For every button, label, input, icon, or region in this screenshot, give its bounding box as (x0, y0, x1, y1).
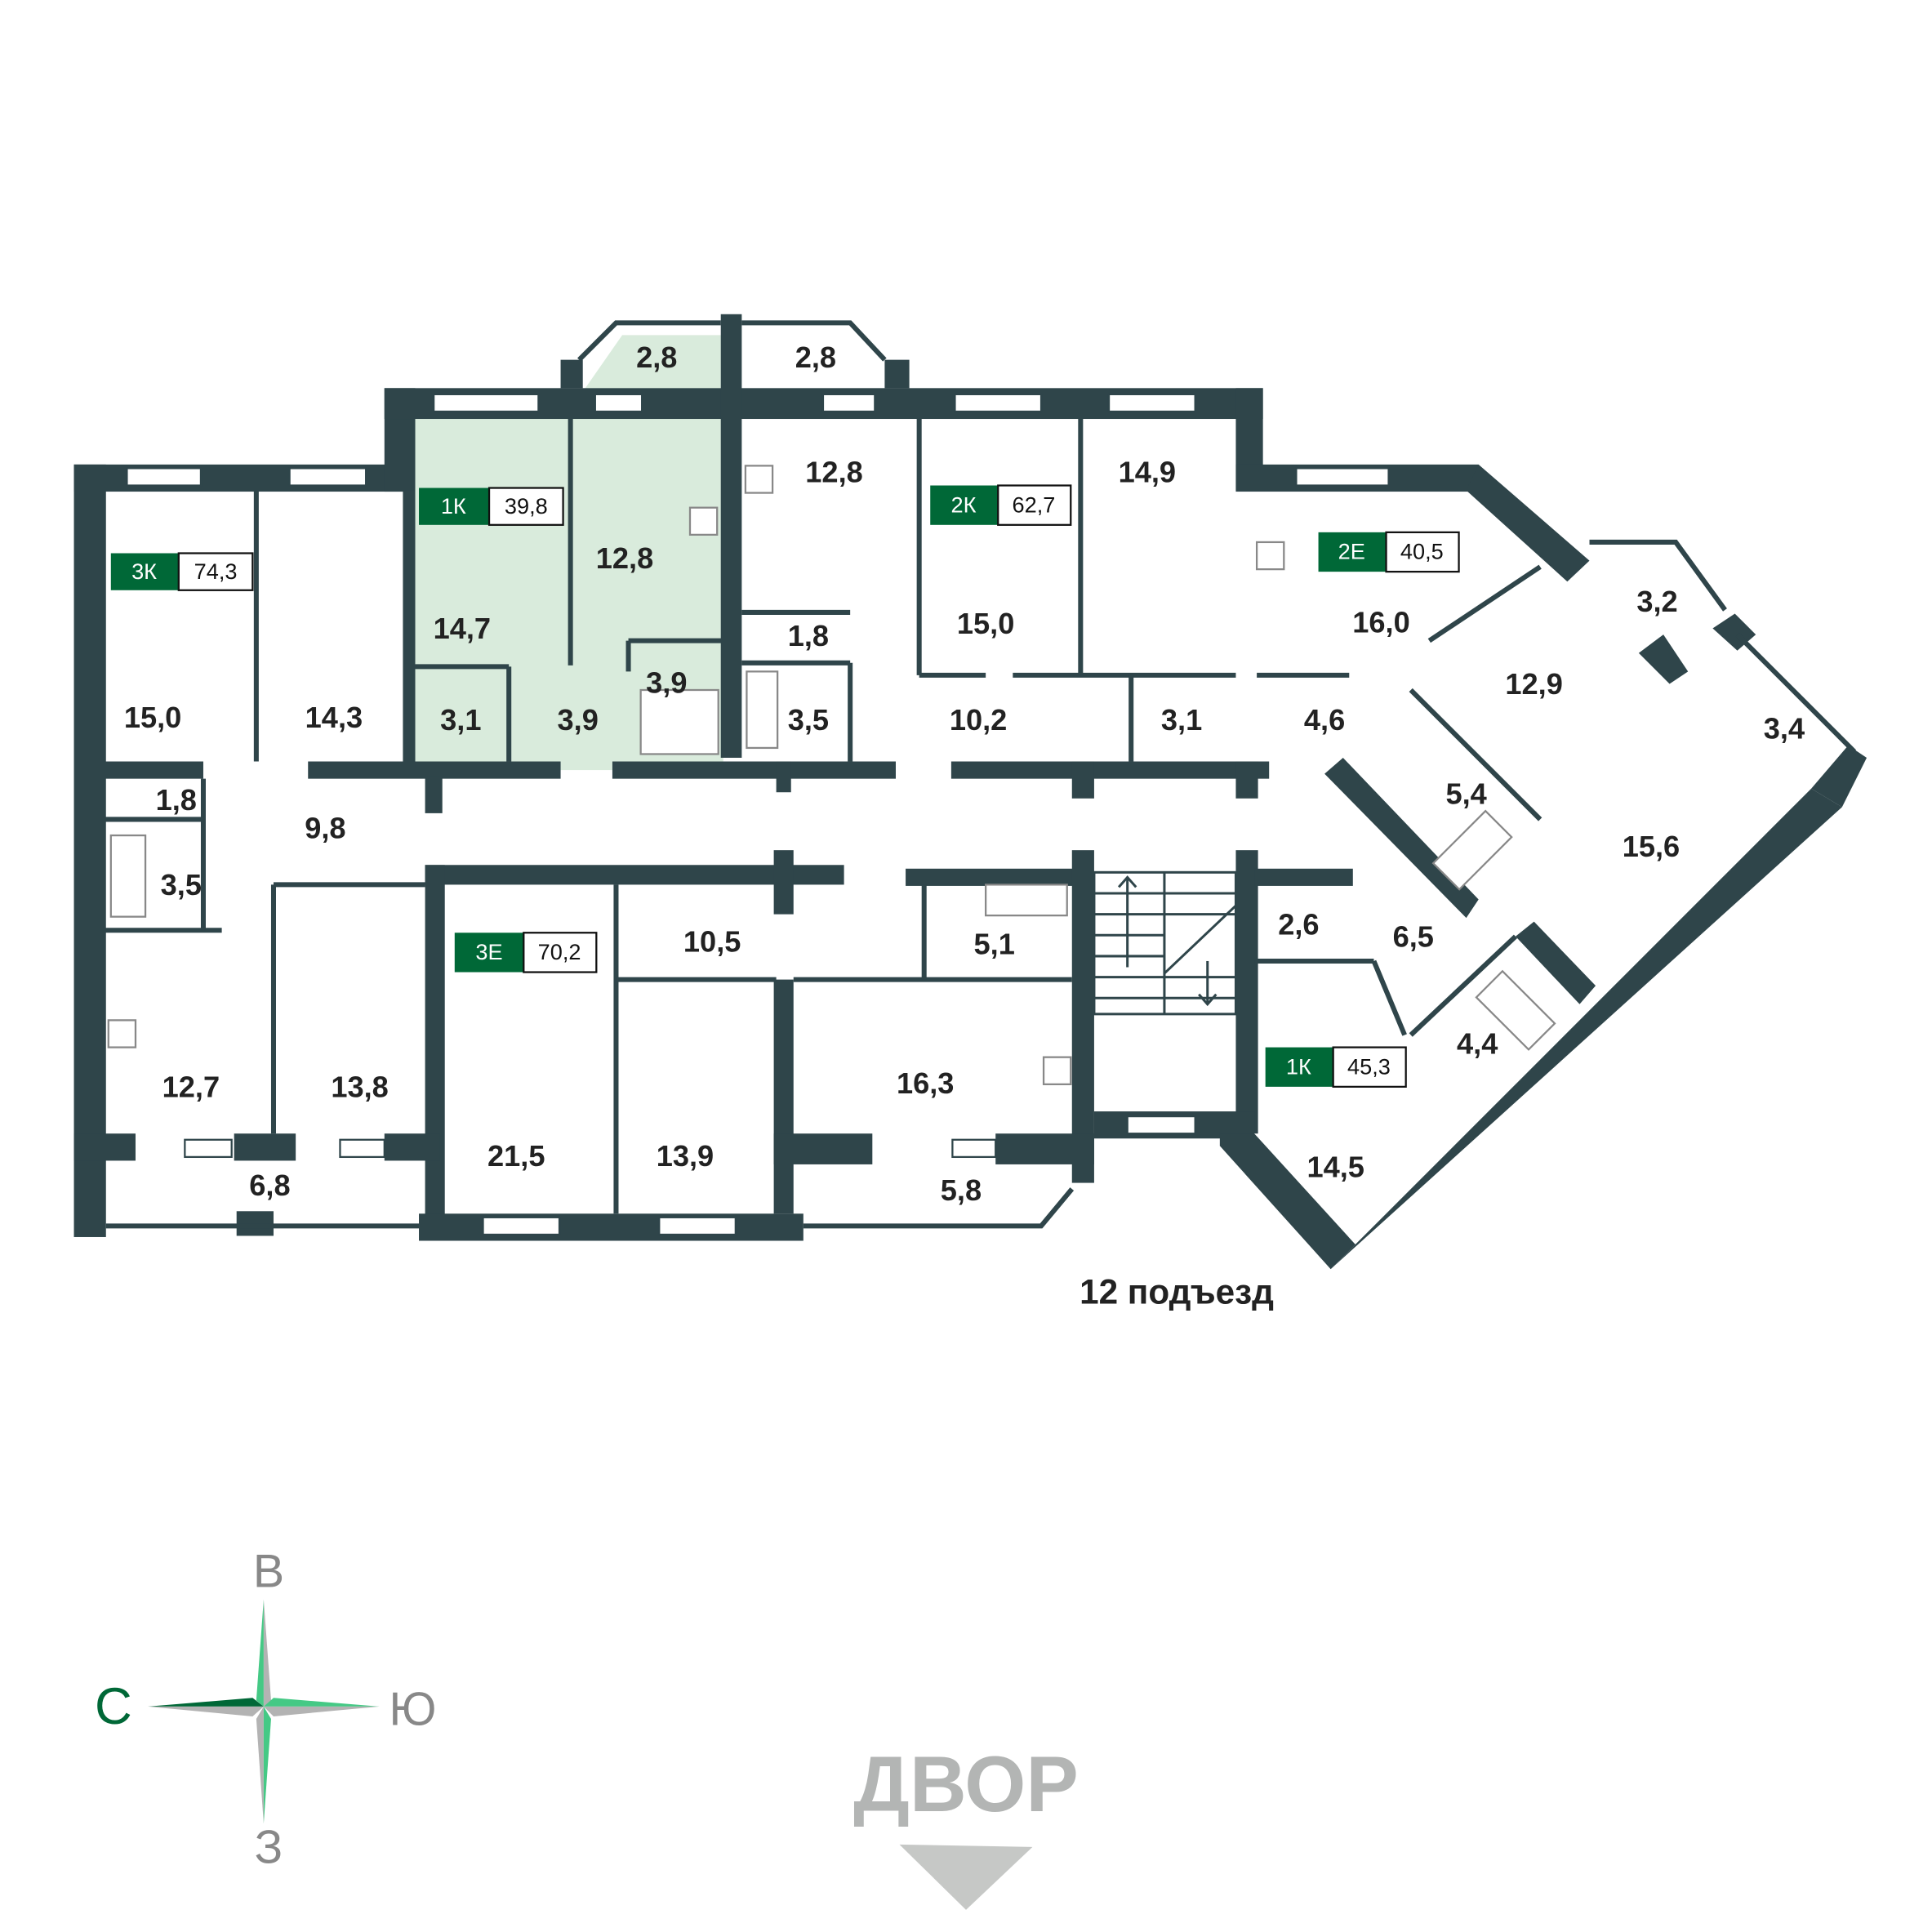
compass-west: З (255, 1822, 283, 1874)
compass-rose: В С Ю З (95, 1546, 437, 1874)
apartment-badge[interactable]: 3Е 70,2 (454, 932, 598, 973)
room-area: 16,3 (897, 1066, 954, 1100)
apartment-type: 1К (441, 493, 466, 519)
apartment-area: 62,7 (1013, 492, 1056, 517)
room-area: 4,6 (1304, 703, 1345, 737)
room-area: 6,5 (1393, 919, 1434, 953)
room-area: 2,8 (795, 341, 836, 374)
walls (73, 314, 1867, 1270)
room-area: 14,7 (434, 612, 491, 645)
apartment-type: 3Е (475, 939, 502, 964)
apartment-type: 1К (1286, 1053, 1311, 1079)
room-area: 3,9 (646, 666, 687, 700)
room-area: 1,8 (788, 619, 829, 652)
room-area: 2,8 (636, 341, 677, 374)
room-area: 14,9 (1119, 456, 1176, 489)
room-area: 13,8 (331, 1070, 388, 1103)
yard-arrow-icon (899, 1844, 1033, 1910)
room-area: 15,6 (1623, 830, 1680, 863)
entrance-label: 12 подъезд (1080, 1272, 1274, 1311)
room-area: 14,3 (305, 701, 363, 734)
room-area: 6,8 (249, 1169, 290, 1202)
room-area: 12,9 (1505, 667, 1562, 701)
room-area: 12,8 (596, 541, 653, 575)
compass-south: Ю (390, 1684, 437, 1736)
room-area: 14,5 (1307, 1151, 1364, 1184)
room-area: 10,2 (950, 703, 1007, 737)
room-area: 3,1 (1161, 703, 1202, 737)
compass-north: С (95, 1678, 132, 1735)
room-area: 21,5 (487, 1139, 545, 1173)
compass-east: В (253, 1546, 284, 1598)
apartment-area: 40,5 (1400, 539, 1444, 564)
apartment-type: 3К (131, 559, 157, 584)
room-area: 5,8 (941, 1173, 982, 1207)
room-area: 15,0 (124, 701, 181, 734)
apartment-badge[interactable]: 3К 74,3 (110, 552, 254, 591)
room-area: 1,8 (156, 783, 197, 817)
yard-label: ДВОР (853, 1741, 1079, 1828)
room-area: 3,9 (558, 703, 599, 737)
apartment-badge[interactable]: 1К 39,8 (419, 487, 564, 526)
room-area: 16,0 (1352, 606, 1409, 639)
apartment-area: 45,3 (1347, 1053, 1391, 1079)
room-area: 3,1 (440, 703, 481, 737)
room-area: 4,4 (1457, 1027, 1498, 1061)
room-area: 15,0 (957, 607, 1014, 640)
room-area: 3,4 (1764, 711, 1805, 745)
apartment-type: 2К (951, 492, 977, 517)
room-area: 3,5 (788, 703, 829, 737)
stairwell (1093, 870, 1237, 1016)
room-area: 12,8 (805, 456, 862, 489)
room-area: 12,7 (162, 1070, 220, 1103)
windows (126, 393, 1390, 1236)
apartment-area: 70,2 (538, 939, 581, 964)
apartment-badge[interactable]: 1К 45,3 (1265, 1046, 1407, 1088)
room-area: 5,4 (1445, 777, 1486, 810)
apartment-area: 39,8 (505, 493, 548, 519)
fixtures (107, 465, 1556, 1085)
room-area: 9,8 (305, 812, 345, 845)
room-area: 10,5 (683, 924, 741, 958)
room-area: 3,5 (161, 868, 202, 901)
room-labels: 2,8 2,8 12,8 14,9 12,8 14,7 16,0 1,8 15,… (124, 341, 1805, 1207)
apartment-area: 74,3 (194, 559, 238, 584)
room-area: 5,1 (974, 927, 1015, 960)
room-area: 3,2 (1636, 585, 1677, 618)
apartment-badge[interactable]: 2К 62,7 (930, 484, 1072, 526)
room-area: 2,6 (1278, 907, 1319, 941)
room-area: 13,9 (657, 1139, 714, 1173)
apartment-type: 2Е (1338, 539, 1365, 564)
apartment-badge[interactable]: 2Е 40,5 (1318, 531, 1460, 573)
